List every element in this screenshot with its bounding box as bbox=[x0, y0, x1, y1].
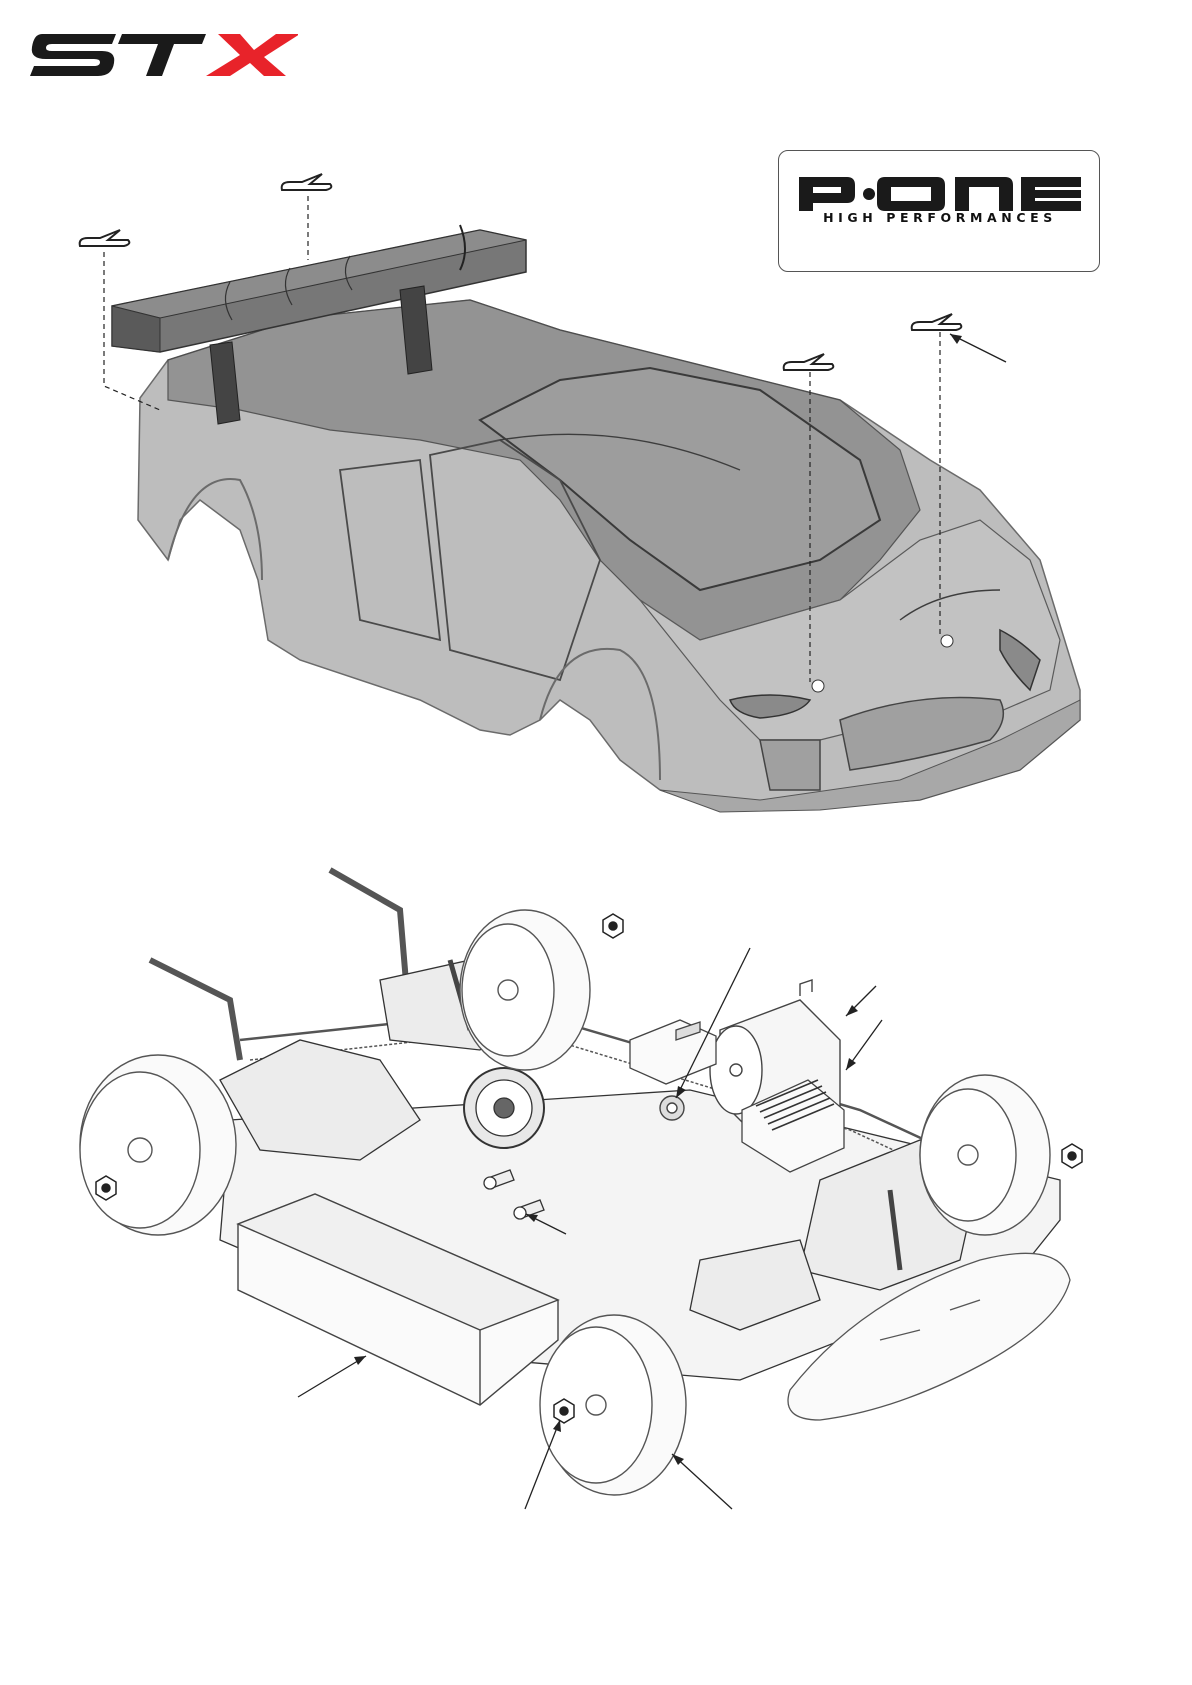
body-shell bbox=[138, 300, 1080, 812]
clip-leader-arrow bbox=[950, 334, 1006, 362]
receiver bbox=[630, 1020, 716, 1084]
